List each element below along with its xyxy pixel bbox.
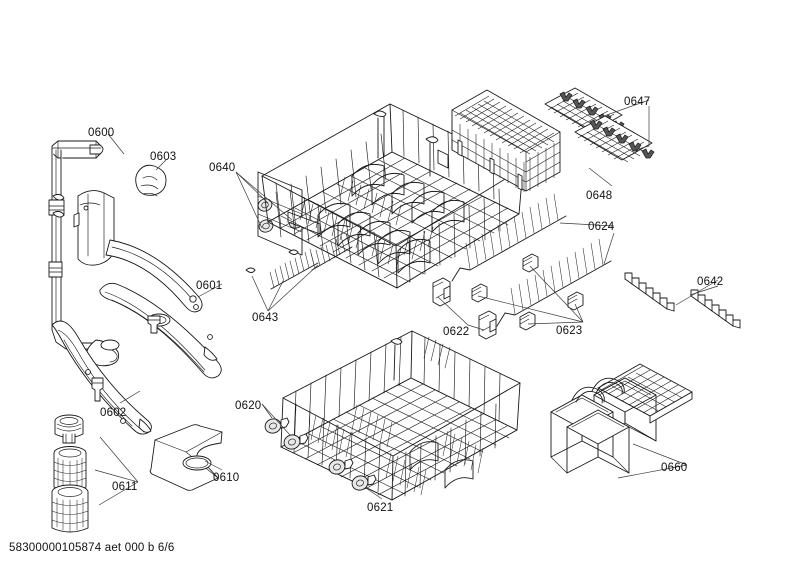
part-label-0623: 0623: [556, 325, 583, 337]
part-upper-basket: [261, 103, 524, 289]
part-0648-cutlery-tray: [451, 89, 561, 192]
part-0610-sump-cover-plate: [149, 424, 223, 491]
part-0660-cutlery-basket: [550, 363, 693, 474]
part-0624-folding-tine-rack-large: [451, 193, 612, 327]
part-label-0647: 0647: [624, 96, 651, 108]
part-label-0640: 0640: [209, 162, 236, 174]
part-label-0603: 0603: [150, 151, 177, 163]
part-0642-cup-shelf-racks: [624, 272, 741, 329]
part-0602-lower-spray-arm: [51, 320, 152, 435]
diagram-footer-code: 58300000105874 aet 000 b 6/6: [9, 542, 175, 554]
part-label-0622: 0622: [443, 326, 470, 338]
part-label-0624: 0624: [588, 221, 615, 233]
part-0603-filter-sponge: [135, 164, 167, 197]
part-0620-0621-basket-rollers: [264, 417, 377, 491]
part-label-0602: 0602: [100, 407, 127, 419]
part-label-0621: 0621: [367, 502, 394, 514]
part-0622-tine-rack-clips: [432, 277, 497, 340]
part-0601-upper-spray-arm: [73, 190, 222, 379]
part-0643-folding-tine-racks: [245, 232, 353, 290]
part-0647-knife-holder-inserts: [544, 87, 655, 163]
leader-lines: [94, 99, 719, 506]
part-lower-basket: [280, 330, 521, 501]
part-label-0648: 0648: [586, 190, 613, 202]
part-label-0610: 0610: [213, 472, 240, 484]
part-label-0611: 0611: [112, 481, 138, 493]
part-label-0660: 0660: [661, 462, 688, 474]
part-0623-tine-rack-brackets: [471, 253, 584, 331]
part-label-0600: 0600: [88, 127, 115, 139]
part-label-0642: 0642: [697, 276, 724, 288]
part-0611-filter-cylinders: [51, 414, 89, 533]
part-label-0620: 0620: [235, 400, 262, 412]
part-label-0601: 0601: [196, 280, 223, 292]
part-label-0643: 0643: [252, 312, 279, 324]
